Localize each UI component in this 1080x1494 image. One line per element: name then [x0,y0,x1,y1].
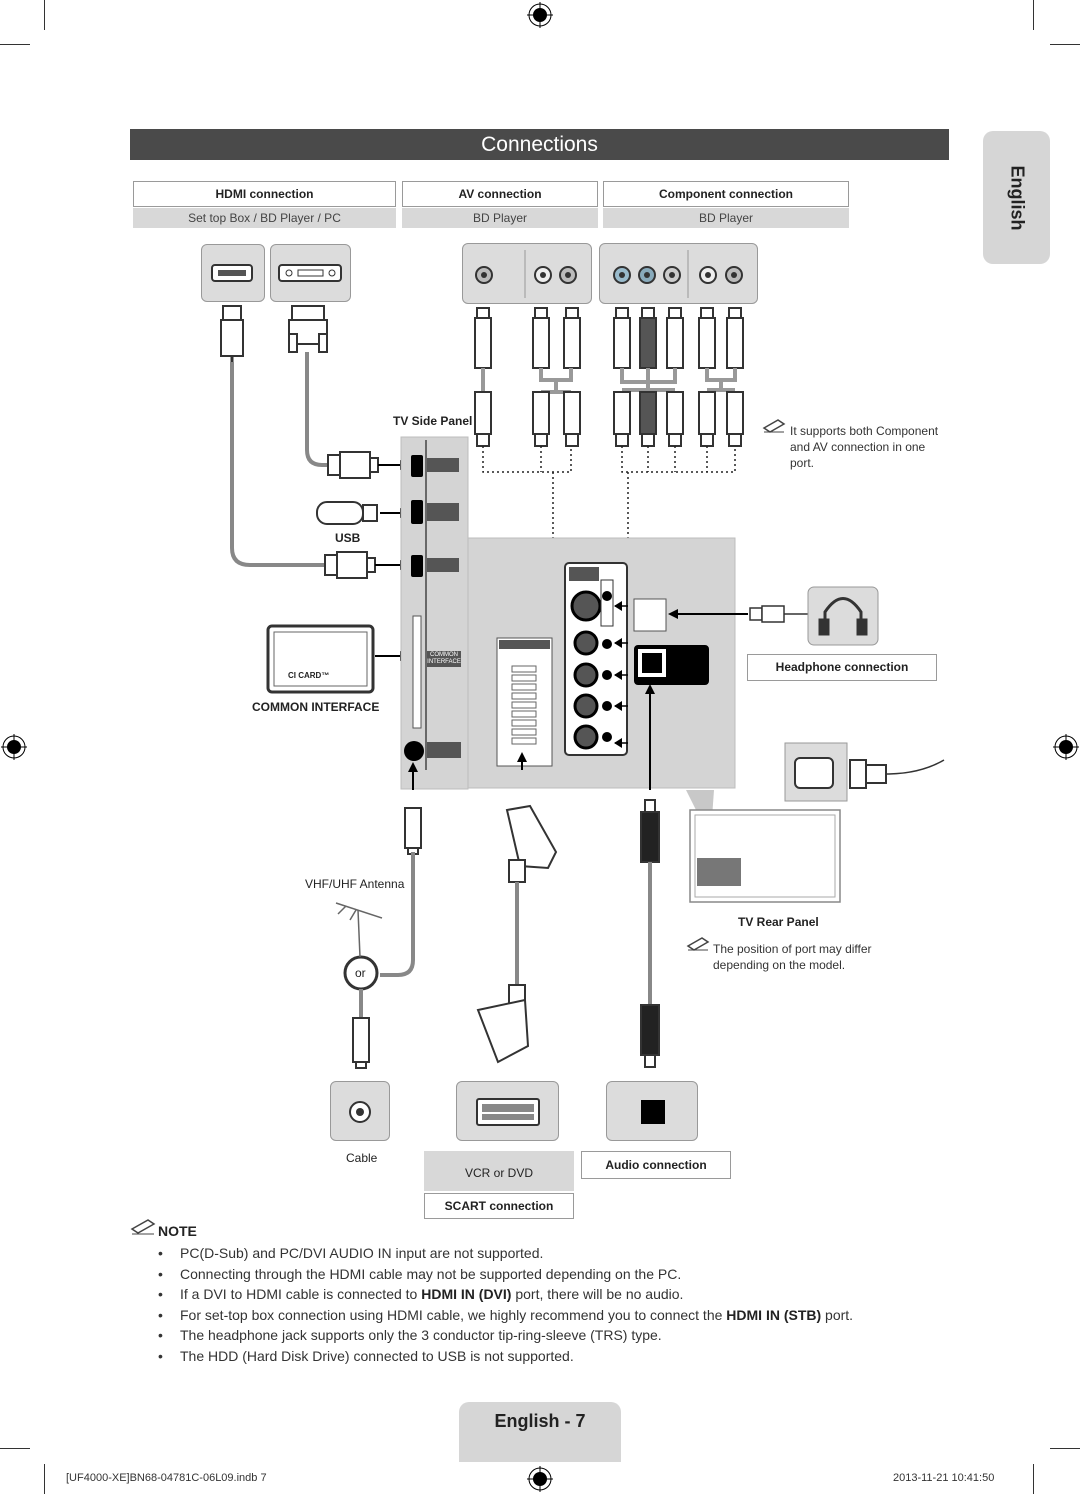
crop-mark [44,1464,45,1494]
antenna-plug-icon [352,1017,370,1069]
hdmi-side-plug-icon [324,551,376,579]
optical-plug-icon [640,799,660,863]
usb-label: USB [335,531,361,545]
language-tab: English [983,131,1050,264]
note-item: PC(D-Sub) and PC/DVI AUDIO IN input are … [158,1243,853,1264]
registration-mark-icon [1053,734,1079,760]
scart-connection-label: SCART connection [424,1193,574,1219]
component-av-note: It supports both Component and AV connec… [790,424,939,470]
av-connection-header: AV connection [402,181,598,207]
headphone-connection-label: Headphone connection [747,654,937,681]
pencil-icon [130,1219,156,1235]
note-item: The headphone jack supports only the 3 c… [158,1325,853,1346]
note-item: Connecting through the HDMI cable may no… [158,1264,853,1285]
scart-port-icon [476,1098,540,1126]
registration-mark-icon [527,2,553,28]
tv-side-panel-label: TV Side Panel [393,414,473,428]
registration-mark-icon [527,1466,553,1492]
audio-connection-label: Audio connection [581,1151,731,1179]
notes-list: PC(D-Sub) and PC/DVI AUDIO IN input are … [158,1243,853,1367]
crop-mark [1050,44,1080,45]
pencil-icon [762,419,786,433]
optical-port-box [606,1081,698,1141]
scart-plug-icon [476,984,530,1064]
coax-port-icon [349,1101,371,1123]
common-interface-label: COMMON INTERFACE [252,700,380,714]
hdmi-port-box [201,244,265,302]
component-port-box [599,243,758,304]
note-item: If a DVI to HDMI cable is connected to H… [158,1284,853,1305]
pencil-icon [686,937,710,951]
vcr-dvd-box [424,1151,574,1191]
cable-port-box [330,1081,390,1141]
headphone-plug-icon [749,605,808,623]
component-connection-header: Component connection [603,181,849,207]
dvi-port-box [270,244,351,302]
crop-mark [1050,1448,1080,1449]
hdmi-port-icon [211,264,253,282]
headphones-icon [818,597,868,636]
or-label: or [355,966,366,980]
page-title: Connections [130,129,949,160]
tv-rear-panel-label: TV Rear Panel [738,915,819,929]
component-jacks-icon [613,250,743,298]
rca-plugs-icon [474,391,744,447]
optical-port-icon [641,1100,665,1124]
crop-mark [44,0,45,30]
vcr-dvd-label: VCR or DVD [464,1166,533,1180]
scart-port-box [456,1081,559,1141]
scart-plug-icon [505,804,558,883]
hdmi-connection-header: HDMI connection [133,181,396,207]
hdmi-side-plug-icon [327,451,379,479]
hdmi-plug-icon [220,305,244,362]
connection-diagram [220,305,945,1069]
crop-mark [1033,0,1034,30]
component-connection-sub: BD Player [603,208,849,228]
note-item: The HDD (Hard Disk Drive) connected to U… [158,1346,853,1367]
av-jacks-icon [475,250,577,298]
av-connection-sub: BD Player [402,208,598,228]
footer-timestamp: 2013-11-21 10:41:50 [893,1472,995,1484]
page-number-tab: English - 7 [459,1402,621,1462]
av-port-box [462,243,592,304]
registration-mark-icon [1,734,27,760]
crop-mark [0,44,30,45]
power-plug-icon [849,759,887,789]
common-interface-slot-label: COMMON INTERFACE [427,652,461,665]
antenna-label: VHF/UHF Antenna [305,877,405,891]
optical-plug-icon [640,1004,660,1068]
crop-mark [0,1448,30,1449]
rear-panel-note: The position of port may differ dependin… [713,942,872,972]
note-item: For set-top box connection using HDMI ca… [158,1305,853,1326]
crop-mark [1033,1464,1034,1494]
usb-stick-icon [316,501,378,525]
ci-card-label: CI CARD™ [288,671,330,680]
dvi-port-icon [278,264,342,282]
footer-file-info: [UF4000-XE]BN68-04781C-06L09.indb 7 [66,1472,267,1484]
hdmi-connection-sub: Set top Box / BD Player / PC [133,208,396,228]
ci-card-icon [266,624,375,694]
cable-label: Cable [346,1151,378,1165]
rca-plugs-icon [474,307,744,369]
antenna-plug-icon [404,807,422,855]
antenna-icon [335,902,383,958]
dvi-plug-icon [288,305,328,353]
note-heading: NOTE [158,1223,197,1239]
